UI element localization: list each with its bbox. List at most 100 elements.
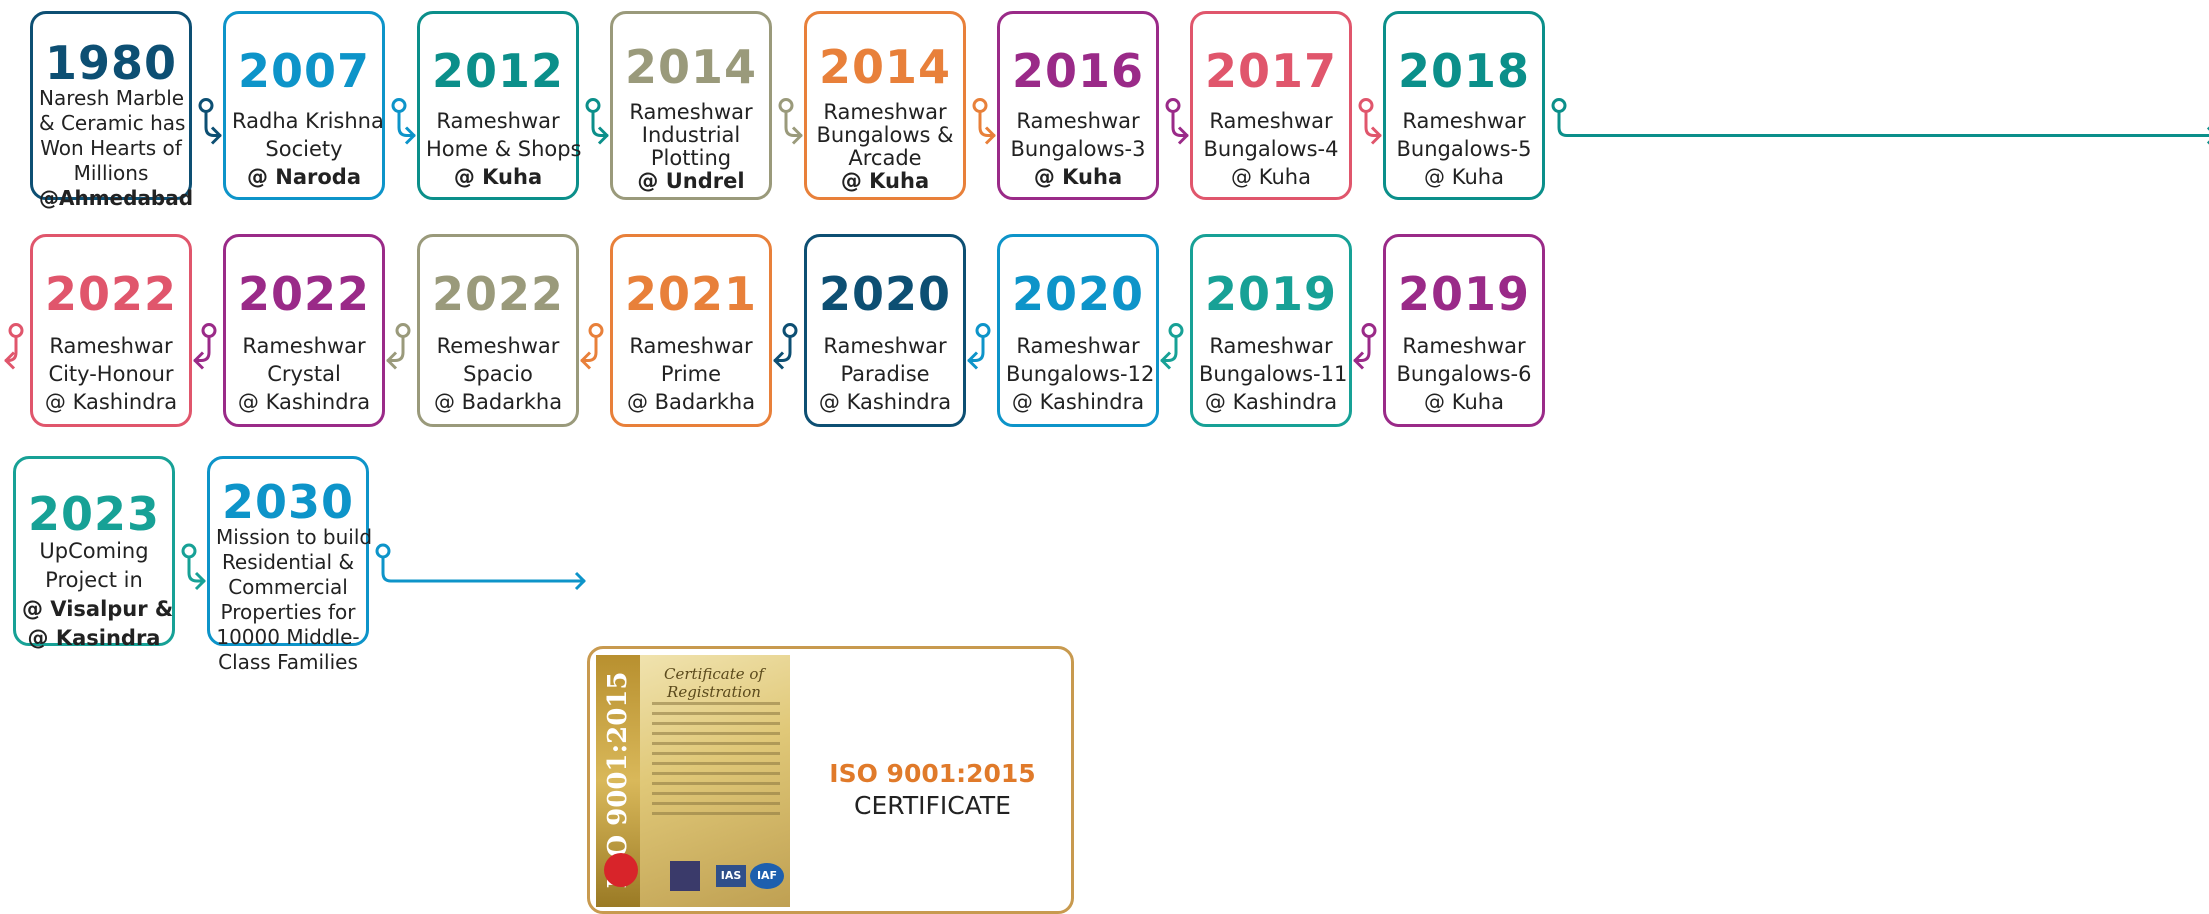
connector-line (1171, 110, 1189, 137)
milestone-text-line: Radha Krishna (232, 108, 384, 133)
milestone-text-line: Bungalows & (816, 122, 954, 147)
milestone-year: 2030 (221, 475, 355, 529)
milestone-year: 2016 (1011, 44, 1145, 98)
milestone-year: 2019 (1397, 267, 1531, 321)
milestone-text-line: UpComing (39, 539, 149, 563)
connector-dot (395, 323, 411, 338)
milestone-text-line: Properties for (220, 600, 356, 624)
milestone-text-line: Rameshwar (49, 333, 173, 358)
certificate-red-seal (604, 853, 638, 887)
arrow-icon (574, 571, 586, 591)
arrow-icon (210, 126, 222, 145)
connector-dot (1358, 98, 1374, 113)
milestone-text-line: Prime (660, 361, 722, 386)
milestone-text-line: @ Kuha (1033, 164, 1123, 189)
arrow-icon (580, 351, 592, 370)
milestone-text-line: @ Kashindra (1011, 389, 1145, 414)
connector-dot (588, 323, 604, 338)
milestone-year: 2014 (818, 40, 952, 94)
milestone-year: 2023 (27, 487, 161, 541)
connector-line (381, 555, 586, 583)
iaf-logo: IAF (750, 863, 784, 889)
milestone-text-line: @ Badarkha (433, 389, 563, 414)
milestone-text-line: @ Kashindra (237, 389, 371, 414)
milestone-text-line: Bungalows-4 (1203, 136, 1339, 161)
arrow-icon (791, 126, 803, 145)
certificate-body-lines (652, 695, 780, 815)
connector-dot (972, 98, 988, 113)
connector-line (1364, 110, 1382, 137)
connector-dot (181, 543, 197, 559)
connector-line (386, 335, 405, 362)
certificate-script-heading: Certificate of Registration (664, 665, 764, 701)
arrow-icon (4, 351, 16, 370)
milestone-year: 2021 (624, 267, 758, 321)
connector-dot (8, 323, 24, 338)
milestone-text-line: @ Badarkha (626, 389, 756, 414)
certificate-title: ISO 9001:2015 (829, 759, 1036, 788)
arrow-icon (597, 126, 609, 145)
arrow-icon (193, 351, 205, 370)
milestone-text-line: @ Kuha (840, 168, 930, 193)
connector-dot (1165, 98, 1181, 113)
milestone-text-line: Rameshwar (823, 333, 947, 358)
milestone-year: 2014 (624, 40, 758, 94)
milestone-text-line: Naresh Marble (39, 86, 185, 110)
milestone-text-line: Rameshwar (1016, 333, 1140, 358)
milestone-year: 2018 (1397, 44, 1531, 98)
connector-line (204, 110, 222, 137)
milestone-text-line: @ Kashindra (818, 389, 952, 414)
milestone-text-line: Class Families (218, 650, 358, 674)
milestone-year: 2022 (431, 267, 565, 321)
milestone-text-line: Millions (73, 161, 149, 185)
connector-line (1160, 335, 1178, 362)
arrow-icon (967, 351, 979, 370)
milestone-text-line: Bungalows-5 (1396, 136, 1532, 161)
milestone-text-line: Rameshwar (436, 108, 560, 133)
milestone-text-line: Bungalows-12 (1006, 361, 1155, 386)
arrow-icon (1177, 126, 1189, 145)
connector-line (967, 335, 985, 362)
milestone-text-line: Bungalows-6 (1396, 361, 1532, 386)
connector-dot (782, 323, 798, 338)
milestone-text-line: Spacio (463, 361, 533, 386)
milestone-text-line: Residential & (221, 550, 355, 574)
connector-dot (975, 323, 991, 338)
connector-dot (585, 98, 601, 113)
milestone-year: 2017 (1204, 44, 1338, 98)
milestone-year: 2022 (44, 267, 178, 321)
milestone-year: 2022 (237, 267, 371, 321)
milestone-text-line: Crystal (267, 361, 341, 386)
milestone-text-line: Rameshwar (1402, 333, 1526, 358)
milestone-text-line: Rameshwar (1016, 108, 1140, 133)
milestone-text-line: Industrial (641, 122, 741, 147)
